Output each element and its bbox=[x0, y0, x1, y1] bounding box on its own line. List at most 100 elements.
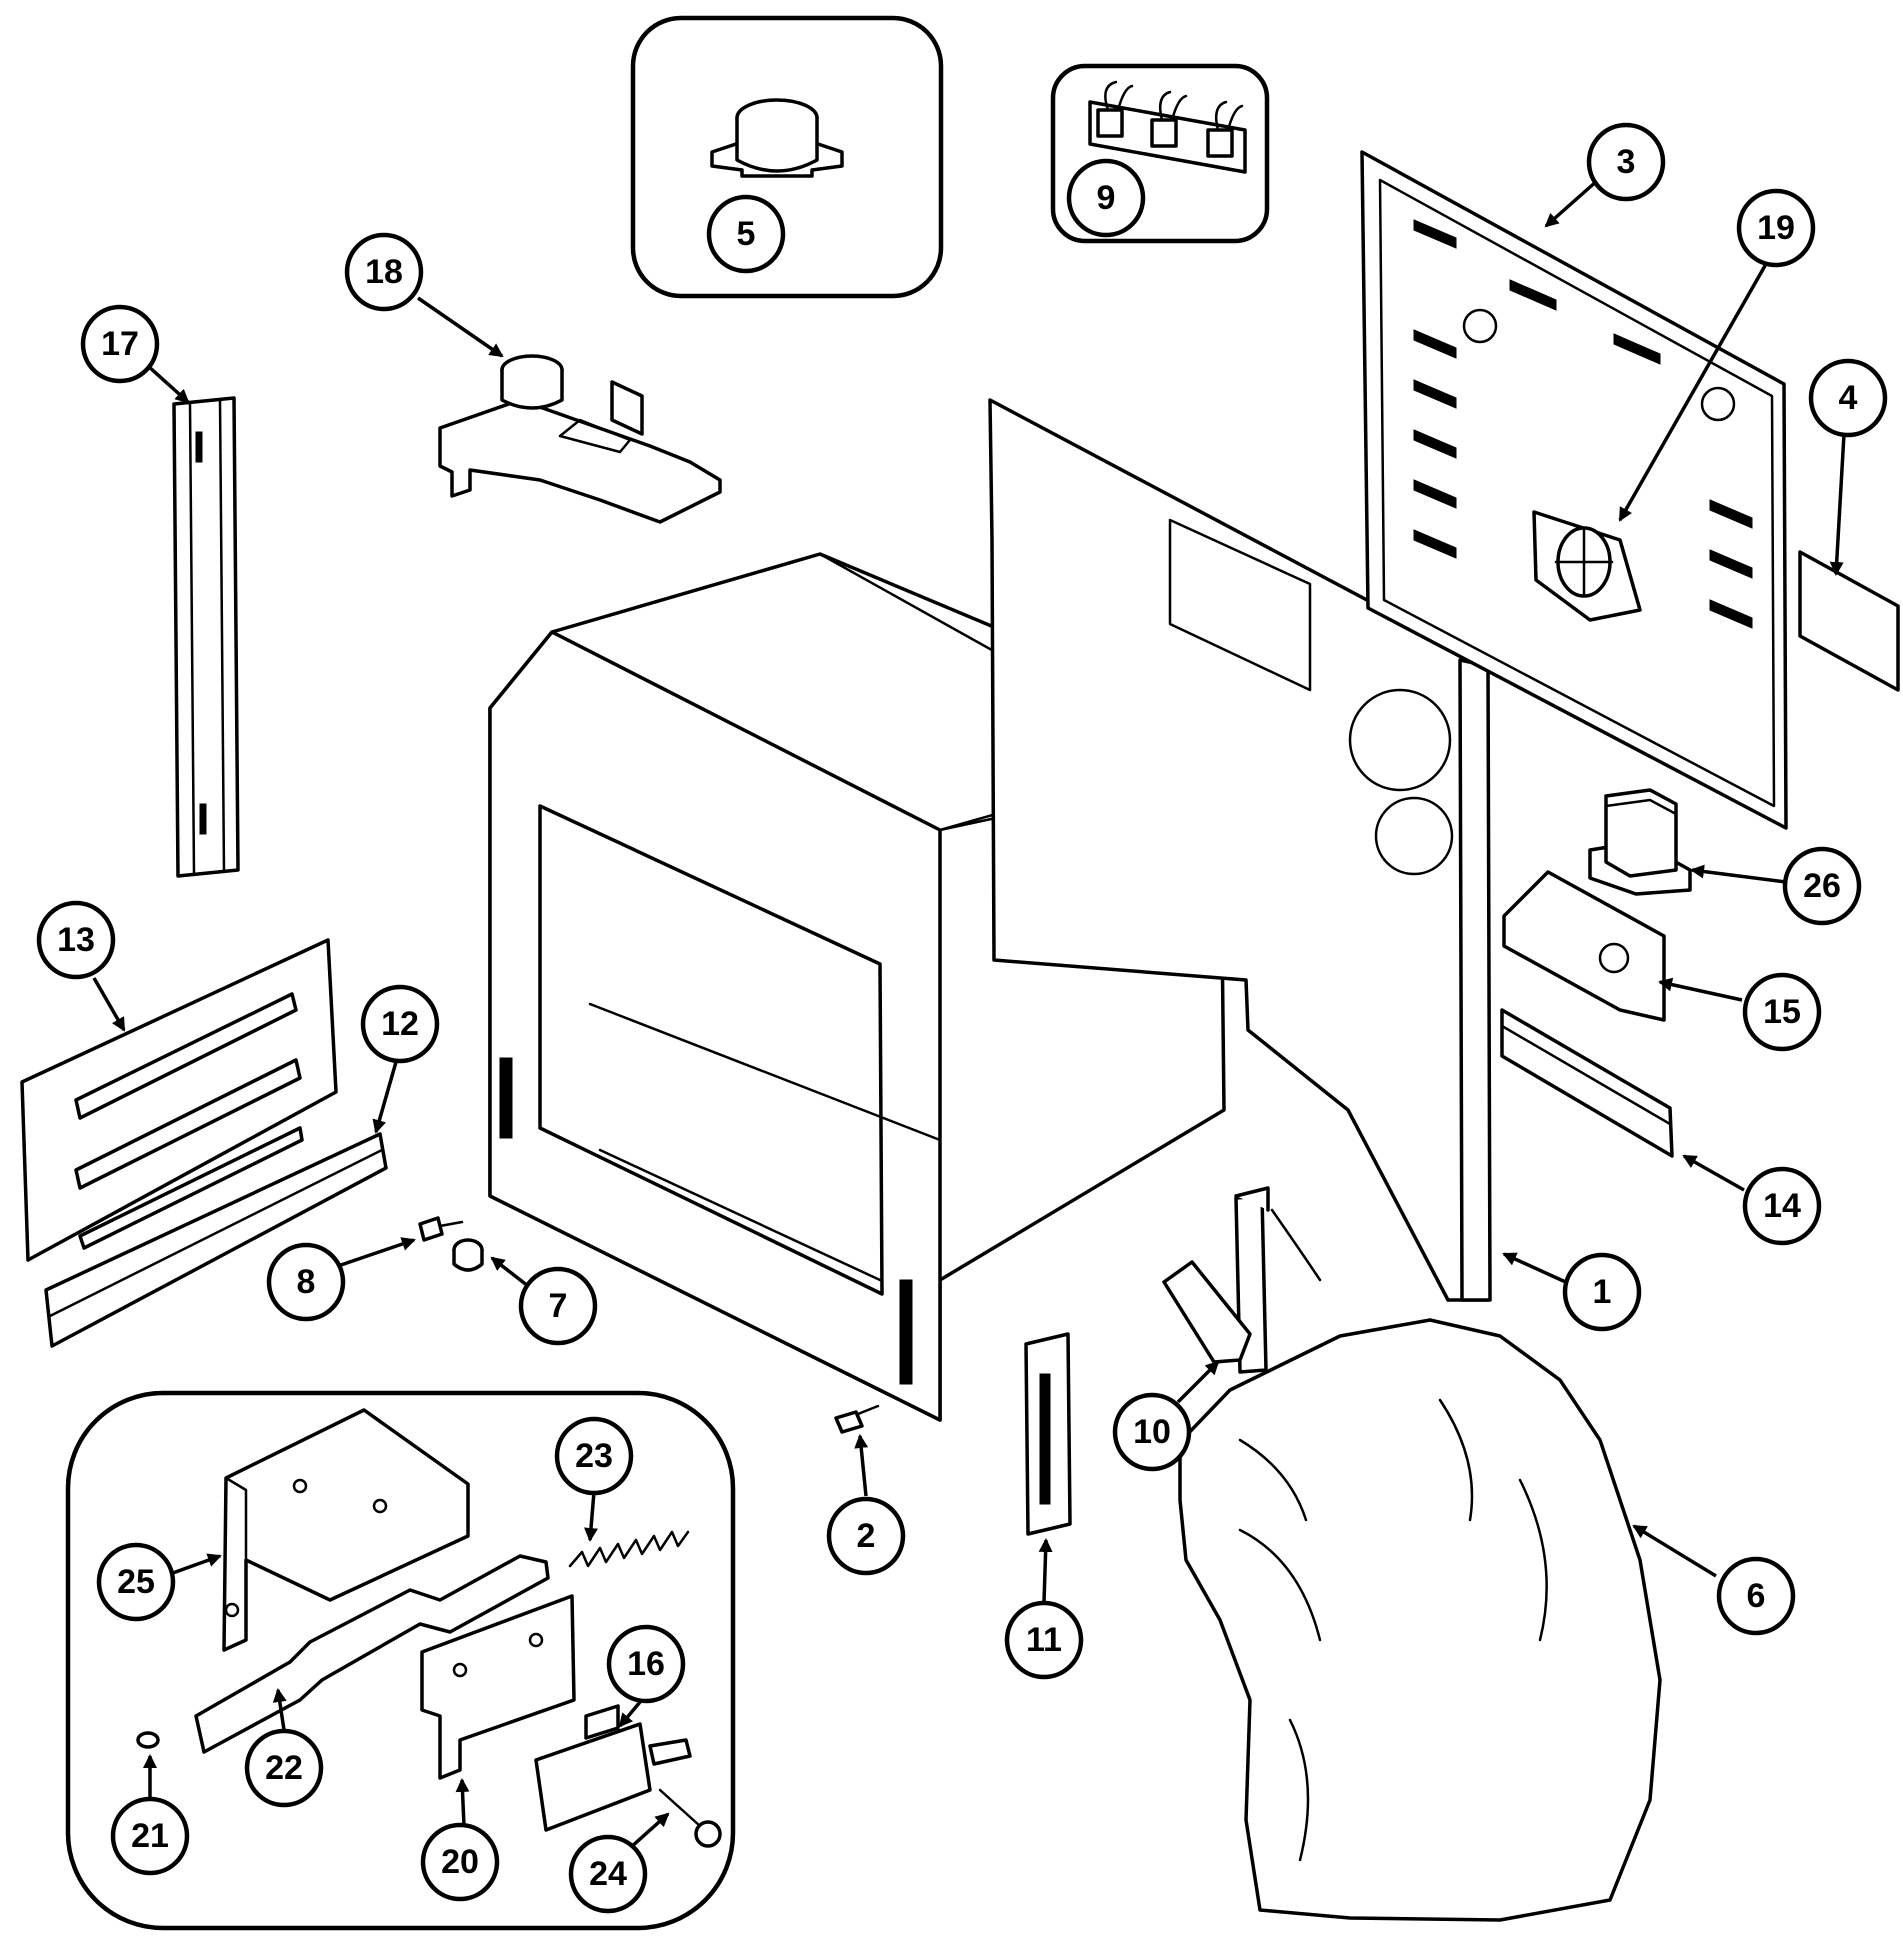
part-19-convection-fan bbox=[1532, 510, 1642, 622]
svg-text:21: 21 bbox=[131, 1817, 169, 1855]
callout-18: 18 bbox=[344, 232, 424, 312]
part-1-side-panel bbox=[988, 398, 1492, 1302]
part-17-side-trim-channel bbox=[172, 396, 240, 878]
leader-11 bbox=[1038, 1538, 1053, 1603]
part-12-trim-strip bbox=[44, 1132, 388, 1348]
callout-19: 19 bbox=[1736, 188, 1816, 268]
svg-text:20: 20 bbox=[441, 1843, 479, 1881]
callout-10: 10 bbox=[1112, 1392, 1192, 1472]
callout-8: 8 bbox=[266, 1242, 346, 1322]
leader-16 bbox=[618, 1700, 642, 1728]
leader-24 bbox=[628, 1812, 670, 1850]
part-24-screw bbox=[658, 1788, 722, 1848]
part-7-nut bbox=[452, 1238, 484, 1272]
svg-text:1: 1 bbox=[1593, 1273, 1612, 1311]
leader-20 bbox=[455, 1778, 470, 1827]
svg-text:3: 3 bbox=[1617, 143, 1636, 181]
callout-25: 25 bbox=[96, 1542, 176, 1622]
callout-17: 17 bbox=[80, 304, 160, 384]
svg-text:4: 4 bbox=[1839, 379, 1858, 417]
part-16-micro-switch bbox=[534, 1704, 692, 1832]
part-22-lock-rod bbox=[194, 1554, 550, 1754]
leader-2 bbox=[854, 1434, 869, 1497]
part-3-rear-panel bbox=[1360, 150, 1788, 830]
part-23-spring bbox=[568, 1530, 690, 1568]
part-8-screw bbox=[418, 1216, 464, 1242]
svg-text:2: 2 bbox=[857, 1517, 876, 1555]
svg-text:24: 24 bbox=[589, 1855, 627, 1893]
callout-24: 24 bbox=[568, 1834, 648, 1914]
svg-text:9: 9 bbox=[1097, 179, 1116, 217]
svg-text:19: 19 bbox=[1757, 209, 1795, 247]
callout-1: 1 bbox=[1562, 1252, 1642, 1332]
callout-6: 6 bbox=[1716, 1556, 1796, 1636]
leader-10 bbox=[1176, 1360, 1220, 1404]
callout-15: 15 bbox=[1742, 972, 1822, 1052]
svg-text:11: 11 bbox=[1026, 1621, 1062, 1659]
callout-23: 23 bbox=[554, 1416, 634, 1496]
svg-text:6: 6 bbox=[1747, 1577, 1766, 1615]
part-9-terminal-block bbox=[1088, 80, 1247, 174]
svg-text:25: 25 bbox=[117, 1563, 155, 1601]
svg-text:23: 23 bbox=[575, 1437, 613, 1475]
leader-6 bbox=[1632, 1524, 1717, 1578]
svg-text:22: 22 bbox=[265, 1749, 303, 1787]
part-15-mounting-bracket bbox=[1502, 870, 1666, 1022]
part-21-clip bbox=[136, 1731, 160, 1749]
callout-2: 2 bbox=[826, 1496, 906, 1576]
part-5-thermal-switch bbox=[710, 98, 844, 178]
svg-text:16: 16 bbox=[627, 1645, 665, 1683]
svg-text:18: 18 bbox=[365, 253, 403, 291]
svg-text:5: 5 bbox=[737, 215, 756, 253]
leader-13 bbox=[92, 977, 126, 1032]
part-25-lock-bracket bbox=[222, 1408, 470, 1652]
part-20-switch-plate bbox=[420, 1594, 576, 1780]
callout-14: 14 bbox=[1742, 1166, 1822, 1246]
svg-text:17: 17 bbox=[101, 325, 139, 363]
part-18-latch-motor-assembly bbox=[438, 354, 722, 524]
part-11-slide-guide bbox=[1024, 1332, 1072, 1536]
leader-25 bbox=[169, 1553, 222, 1576]
part-13-lower-panel bbox=[20, 938, 338, 1262]
part-26-transformer bbox=[1588, 788, 1692, 896]
svg-text:10: 10 bbox=[1133, 1413, 1171, 1451]
leader-1 bbox=[1502, 1252, 1571, 1286]
part-2-screw bbox=[834, 1404, 880, 1434]
leader-14 bbox=[1682, 1154, 1745, 1192]
callout-16: 16 bbox=[606, 1624, 686, 1704]
callout-5: 5 bbox=[706, 194, 786, 274]
leader-15 bbox=[1658, 977, 1743, 1002]
part-4-cover-plate bbox=[1798, 550, 1900, 692]
callout-11: 11 bbox=[1004, 1600, 1084, 1680]
leader-7 bbox=[490, 1256, 530, 1288]
callout-22: 22 bbox=[244, 1728, 324, 1808]
leader-4 bbox=[1829, 433, 1846, 576]
leader-3 bbox=[1544, 178, 1600, 228]
callout-9: 9 bbox=[1066, 158, 1146, 238]
svg-text:14: 14 bbox=[1763, 1187, 1801, 1225]
callout-20: 20 bbox=[420, 1822, 500, 1902]
part-6-insulation-blanket bbox=[1178, 1318, 1662, 1922]
svg-text:7: 7 bbox=[549, 1287, 568, 1325]
svg-text:26: 26 bbox=[1803, 867, 1841, 905]
part-10-door-latch bbox=[1162, 1186, 1322, 1374]
callout-26: 26 bbox=[1782, 846, 1862, 926]
callout-21: 21 bbox=[110, 1796, 190, 1876]
svg-text:15: 15 bbox=[1763, 993, 1801, 1031]
part-14-side-rail bbox=[1500, 1008, 1674, 1158]
svg-text:13: 13 bbox=[57, 921, 95, 959]
svg-text:12: 12 bbox=[381, 1005, 419, 1043]
callout-3: 3 bbox=[1586, 122, 1666, 202]
leader-8 bbox=[337, 1237, 416, 1268]
leader-12 bbox=[372, 1061, 398, 1134]
callout-13: 13 bbox=[36, 900, 116, 980]
leader-26 bbox=[1690, 864, 1787, 884]
callout-7: 7 bbox=[518, 1266, 598, 1346]
leader-18 bbox=[417, 296, 504, 358]
svg-text:8: 8 bbox=[297, 1263, 316, 1301]
leader-17 bbox=[146, 364, 190, 404]
leader-22 bbox=[272, 1688, 287, 1731]
callout-4: 4 bbox=[1808, 358, 1888, 438]
leader-19 bbox=[1618, 263, 1768, 522]
